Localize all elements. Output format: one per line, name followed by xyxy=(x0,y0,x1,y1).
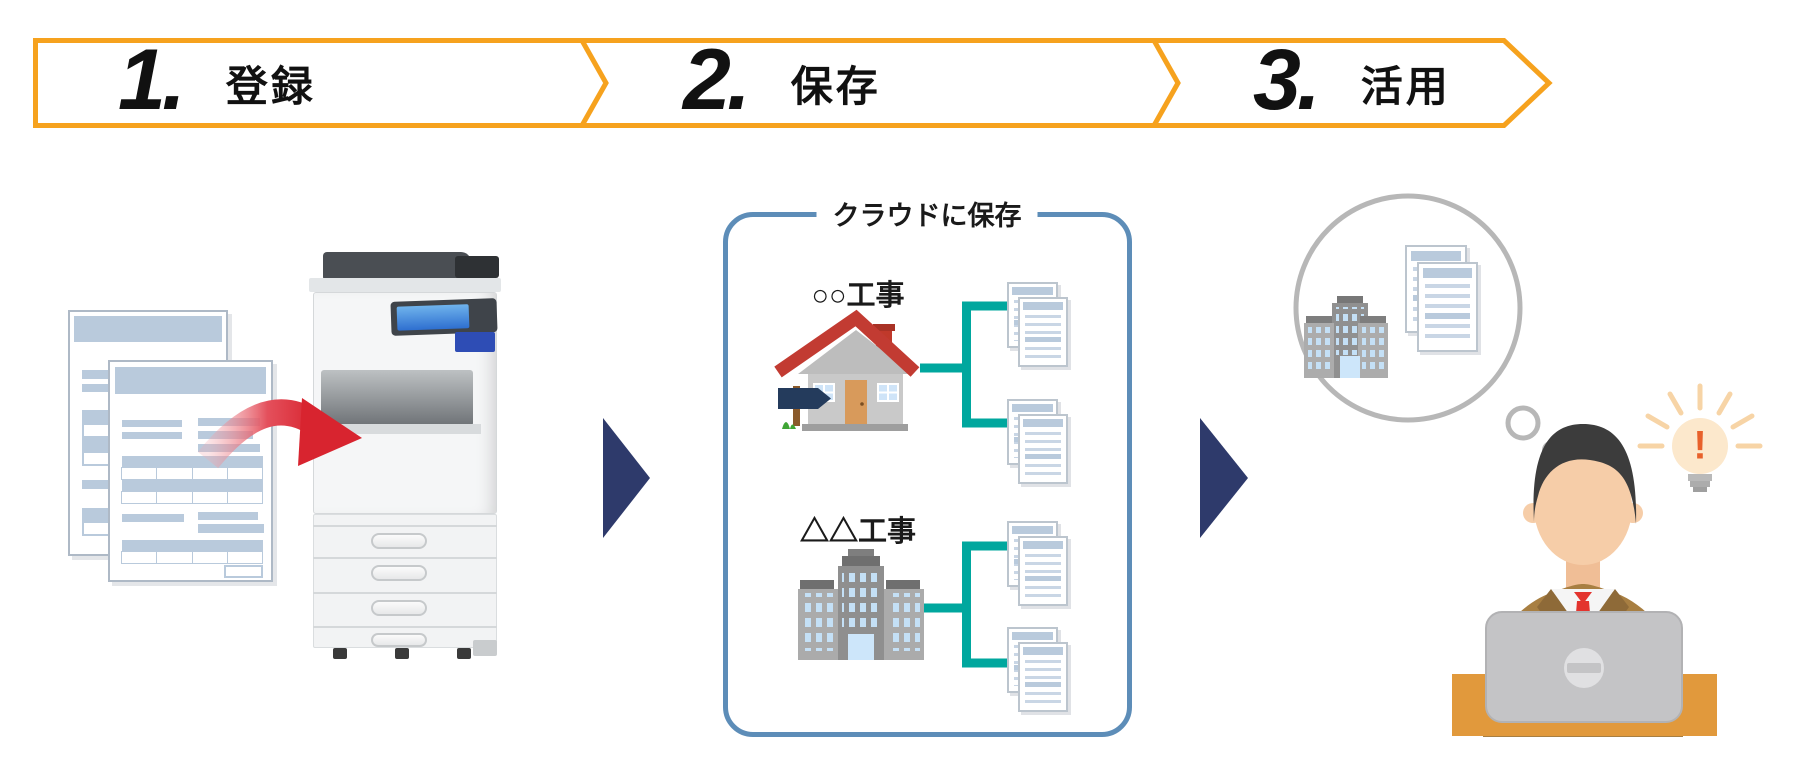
lightbulb-exclamation: ! xyxy=(1693,423,1707,468)
ear-left xyxy=(1523,503,1543,523)
printer-adf xyxy=(323,252,471,280)
lapel-left xyxy=(1537,589,1583,646)
laptop-logo xyxy=(1564,648,1604,688)
tie-knot xyxy=(1574,592,1592,604)
hair xyxy=(1533,424,1637,524)
face xyxy=(1534,449,1632,565)
document-icon xyxy=(1417,262,1478,352)
tie-blade xyxy=(1573,601,1593,650)
document-icon xyxy=(1018,297,1068,367)
document-front-icon xyxy=(108,360,273,582)
document-icon xyxy=(1018,414,1068,484)
step-3-number: 3. xyxy=(1253,32,1321,128)
neck xyxy=(1566,545,1600,591)
step-2: 2. 保存 xyxy=(683,32,881,128)
cloud-box-title: クラウドに保存 xyxy=(816,194,1038,233)
step-1-number: 1. xyxy=(118,32,186,128)
ear-right xyxy=(1623,503,1643,523)
project-1-label: ○○工事 xyxy=(811,280,905,312)
flow-arrow-2-icon xyxy=(1200,418,1248,538)
multifunction-printer-icon xyxy=(305,252,505,660)
jacket xyxy=(1483,584,1683,737)
printer-control-panel xyxy=(390,298,498,336)
flow-arrow-1-icon xyxy=(603,418,650,538)
bubble-building-icon xyxy=(1304,296,1388,378)
lapel-right xyxy=(1583,589,1629,646)
step-1: 1. 登録 xyxy=(118,32,316,128)
step-1-label: 登録 xyxy=(225,62,316,110)
document-icon xyxy=(1018,536,1068,606)
printer-output-slot xyxy=(321,370,473,426)
step-2-number: 2. xyxy=(683,32,751,128)
project-2-label: △△工事 xyxy=(799,516,916,548)
worker-at-laptop-icon xyxy=(1452,424,1717,737)
shirt xyxy=(1551,589,1615,634)
document-icon xyxy=(1018,642,1068,712)
step-2-label: 保存 xyxy=(790,62,881,110)
laptop-lid xyxy=(1485,611,1683,723)
step-3: 3. 活用 xyxy=(1253,32,1451,128)
desk xyxy=(1452,674,1717,736)
printer-blue-label xyxy=(455,332,495,352)
step-3-label: 活用 xyxy=(1360,62,1451,110)
